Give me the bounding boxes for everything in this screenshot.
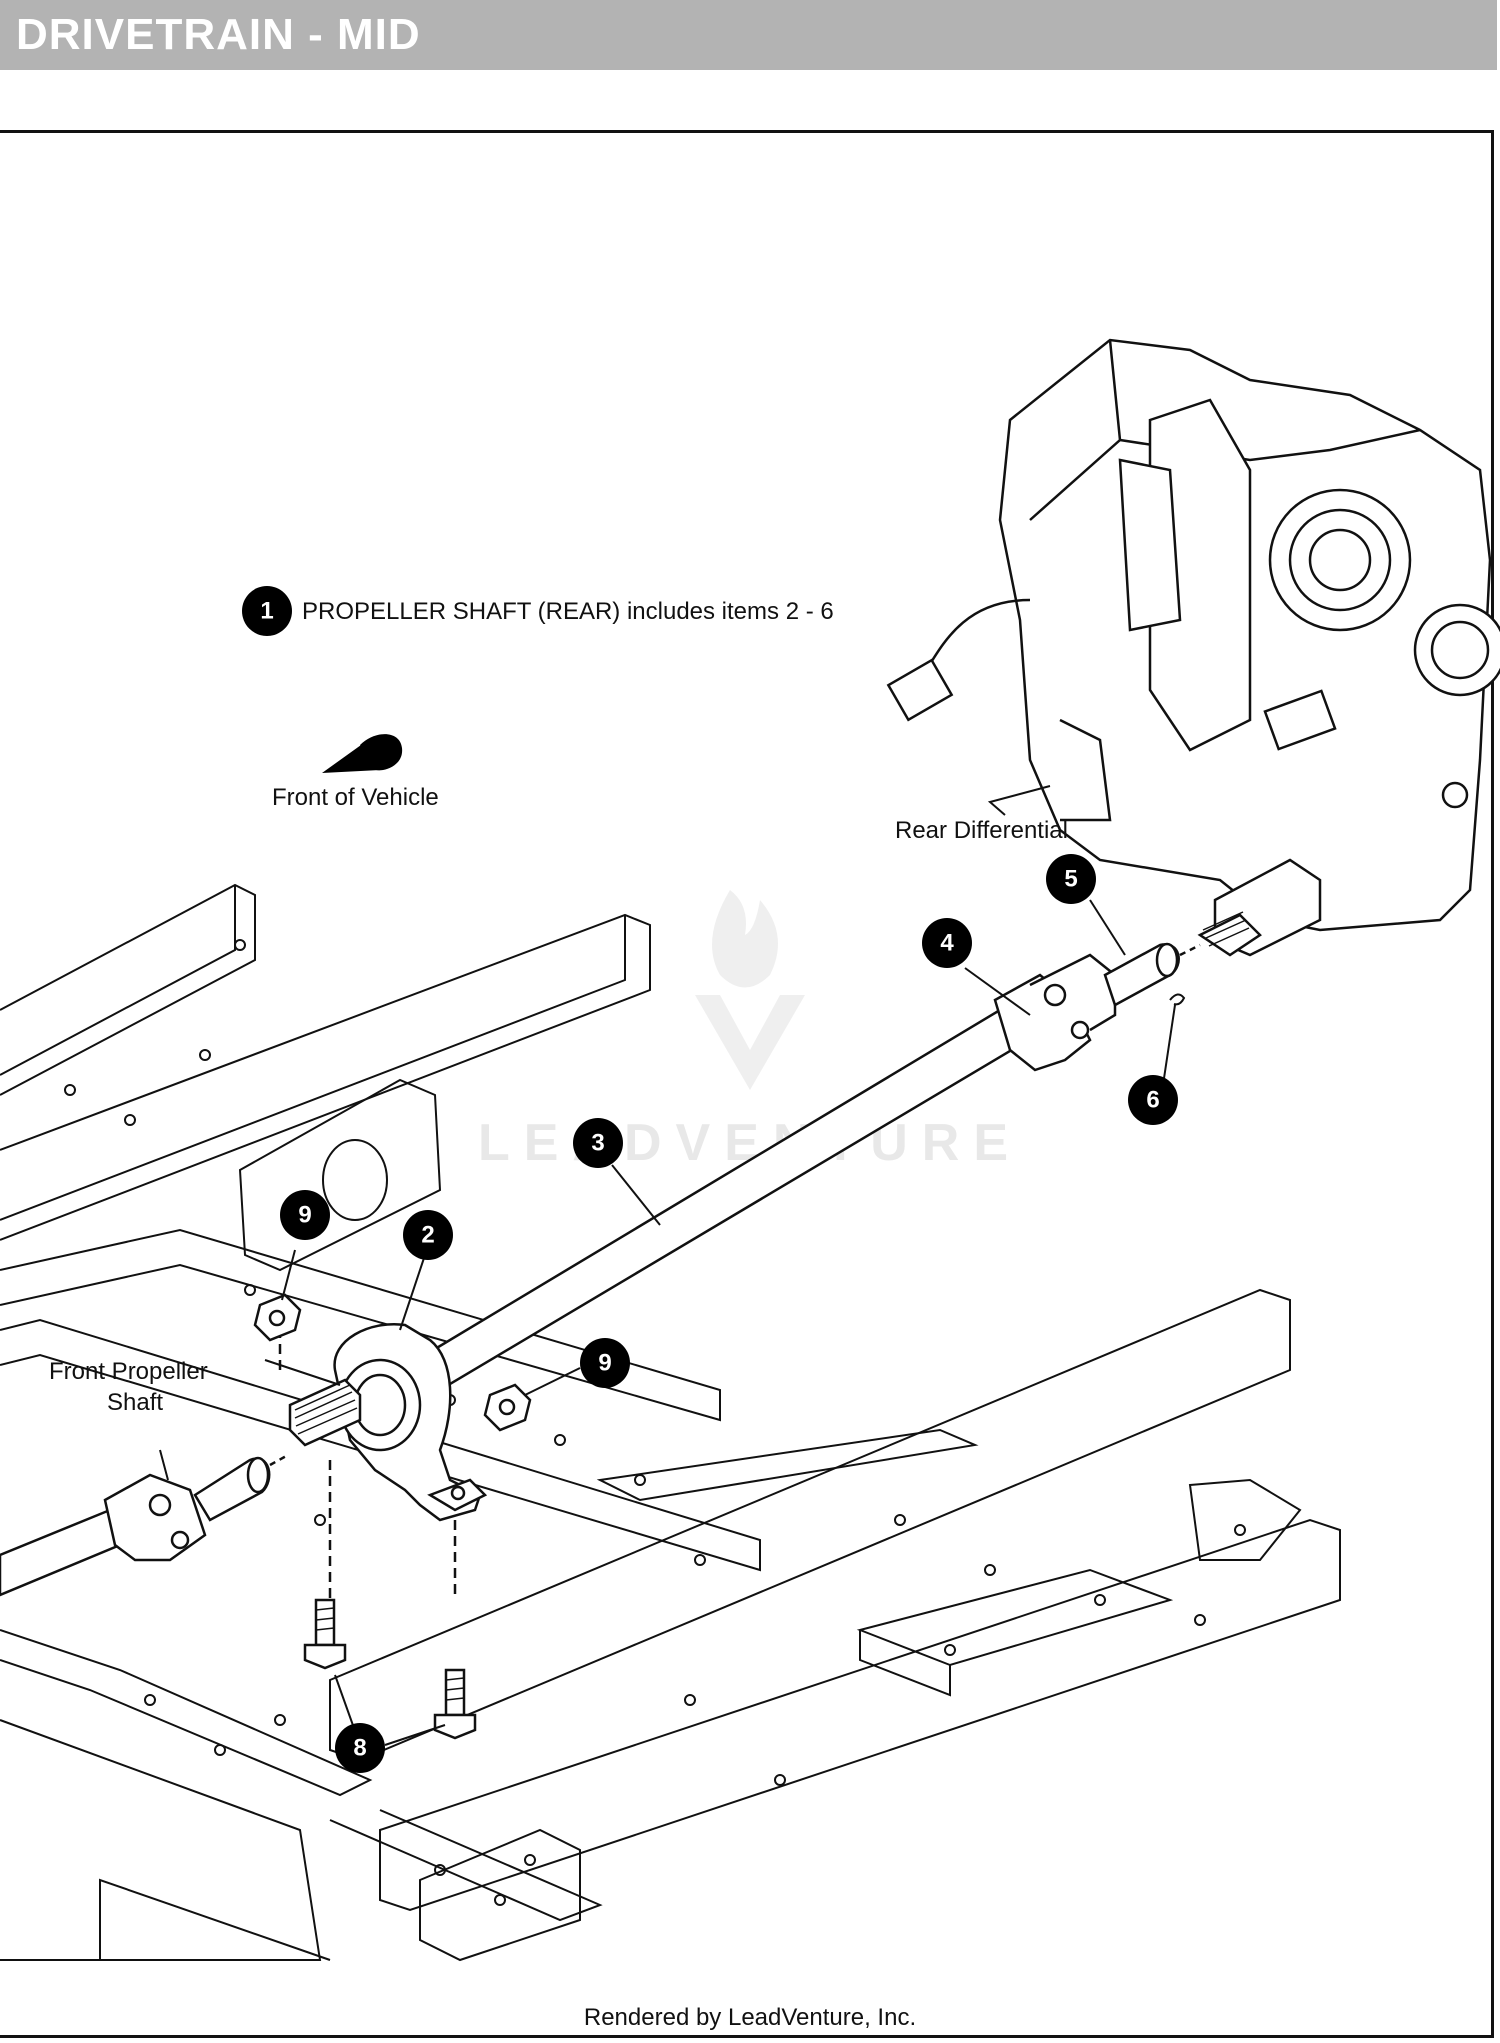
svg-text:2: 2 [421,1222,434,1249]
bolt-left [303,1598,347,1670]
svg-text:6: 6 [1146,1087,1159,1114]
svg-text:1: 1 [260,598,273,625]
front-propeller-shaft [0,1453,289,1597]
svg-text:3: 3 [591,1130,604,1157]
rear-propeller-shaft [423,942,1201,1392]
callout-8: 8 [335,1723,385,1773]
svg-text:4: 4 [940,930,954,957]
diagram-frame [0,130,1494,2038]
leader-lines [159,785,1176,1746]
page-title: DRIVETRAIN - MID [16,10,421,59]
center-bearing [278,1322,488,1610]
rear-differential-label: Rear Differential [895,817,1068,844]
chassis-frame [0,883,1341,1962]
svg-text:8: 8 [353,1735,366,1762]
watermark-text: LEADVENTURE [478,1114,1022,1172]
rear-differential [886,338,1500,957]
callout-9-left: 9 [280,1190,330,1240]
svg-text:5: 5 [1064,866,1077,893]
callout-4: 4 [922,918,972,968]
callout-1: 1 [242,586,292,636]
front-propeller-label-line1: Front Propeller [49,1358,208,1385]
callout-3: 3 [573,1118,623,1168]
footer-credit: Rendered by LeadVenture, Inc. [583,2004,917,2031]
item-1-description: PROPELLER SHAFT (REAR) includes items 2 … [302,598,834,625]
callout-6: 6 [1128,1075,1178,1125]
callout-9-right: 9 [580,1338,630,1388]
callout-2: 2 [403,1210,453,1260]
watermark-logo: LEADVENTURE [478,890,1022,1172]
nut-right [483,1383,532,1432]
callout-5: 5 [1046,854,1096,904]
header-bar: DRIVETRAIN - MID [0,0,1497,70]
nut-left [253,1293,302,1342]
front-propeller-label-line2: Shaft [107,1389,163,1416]
svg-text:9: 9 [598,1350,611,1377]
svg-text:9: 9 [298,1202,311,1229]
bolt-right [433,1668,477,1740]
front-direction-arrow-icon [322,734,403,773]
front-of-vehicle-label: Front of Vehicle [272,784,439,811]
